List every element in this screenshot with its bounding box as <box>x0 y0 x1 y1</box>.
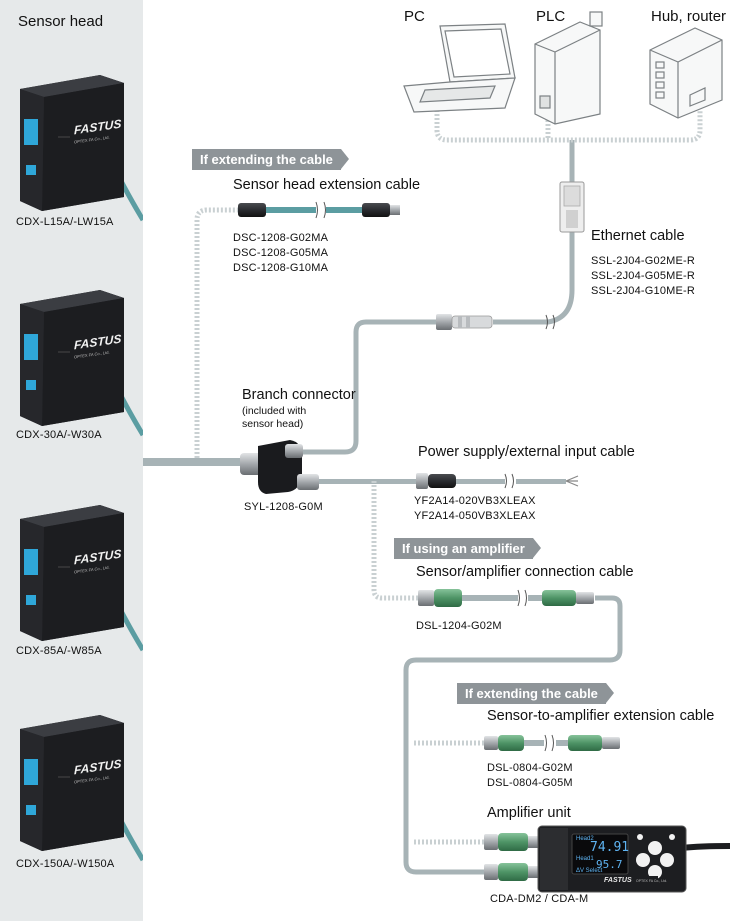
plc-label: PLC <box>536 8 566 25</box>
branch-note-line: (included with <box>242 405 307 417</box>
tag-amplifier: If using an amplifier <box>394 538 541 559</box>
amp-extension-models: DSL-0804-G02M DSL-0804-G05M <box>487 761 573 791</box>
head-extension-model: DSC-1208-G05MA <box>233 247 329 259</box>
sensor-head-icon <box>20 75 143 222</box>
pc-label: PC <box>404 8 425 25</box>
ethernet-cable <box>493 230 575 325</box>
head-extension-cable-graphic <box>238 201 400 219</box>
power-models: YF2A14-020VB3XLEAX YF2A14-050VB3XLEAX <box>414 494 536 524</box>
tag-extend-amp: If extending the cable <box>457 683 614 704</box>
amp-branch-dotted-line <box>371 481 418 601</box>
head-extension-model: DSC-1208-G10MA <box>233 262 329 274</box>
main-trunk-cable <box>143 458 243 466</box>
hub-label: Hub, router <box>651 8 727 25</box>
ethernet-model: SSL-2J04-G02ME-R <box>591 255 696 267</box>
head-extension-dotted-line <box>194 207 238 458</box>
ethernet-models: SSL-2J04-G02ME-R SSL-2J04-G05ME-R SSL-2J… <box>591 254 695 299</box>
network-dotted-line <box>434 110 703 143</box>
amp-output-cable <box>681 843 730 851</box>
branch-note-line: sensor head) <box>242 418 304 430</box>
amp-extension-title: Sensor-to-amplifier extension cable <box>487 708 715 724</box>
amp-extension-model: DSL-0804-G05M <box>487 777 573 789</box>
ethernet-title: Ethernet cable <box>591 228 685 244</box>
sensor-amp-cable-graphic <box>418 589 594 607</box>
amp-screen-line2-label: Head1 <box>576 856 594 862</box>
tag-extend-head: If extending the cable <box>192 149 349 170</box>
amp-screen-line2-value: 95.7 <box>596 858 623 871</box>
amplifier-title: Amplifier unit <box>487 805 571 821</box>
power-title: Power supply/external input cable <box>418 444 635 460</box>
branch-note: (included with sensor head) <box>242 405 306 431</box>
tag-extend-head-text: If extending the cable <box>200 152 333 167</box>
branch-model: SYL-1208-G0M <box>244 501 323 513</box>
head-extension-title: Sensor head extension cable <box>233 177 421 193</box>
head-extension-models: DSC-1208-G02MA DSC-1208-G05MA DSC-1208-G… <box>233 231 328 276</box>
tag-arrow-icon <box>340 149 349 169</box>
tag-amplifier-text: If using an amplifier <box>402 541 525 556</box>
tag-arrow-icon <box>605 683 614 703</box>
amp-extension-cable-graphic <box>484 734 620 752</box>
amp-screen-line1-value: 74.91 <box>590 840 630 855</box>
power-model: YF2A14-050VB3XLEAX <box>414 510 536 522</box>
power-connector-graphic <box>416 473 579 489</box>
amp-maker: OPTEX FA Co., Ltd. <box>636 879 668 883</box>
sensor-model-label: CDX-85A/-W85A <box>16 645 102 657</box>
sensor-head-icon <box>20 715 143 862</box>
power-cable-body <box>455 479 505 484</box>
sensor-amp-model: DSL-1204-G02M <box>416 620 502 632</box>
plc-icon <box>534 11 603 125</box>
sensor-amp-title: Sensor/amplifier connection cable <box>416 564 634 580</box>
ethernet-m12-connector-graphic <box>436 314 555 330</box>
sensor-model-label: CDX-30A/-W30A <box>16 429 102 441</box>
sensor-model-label: CDX-L15A/-LW15A <box>16 216 114 228</box>
branch-to-ethernet-cable <box>300 319 440 455</box>
amp-screen-line1-label: Head2 <box>576 836 594 842</box>
amp-screen-footer: ΔV Select <box>576 868 603 874</box>
amplifier-unit-graphic <box>537 825 687 893</box>
amp-extension-model: DSL-0804-G02M <box>487 762 573 774</box>
sensor-amp-cable <box>403 595 623 875</box>
ethernet-model: SSL-2J04-G05ME-R <box>591 270 696 282</box>
sensor-panel-title: Sensor head <box>18 13 104 30</box>
sensor-head-icon <box>20 505 143 652</box>
branch-title: Branch connector <box>242 387 356 403</box>
amplifier-model: CDA-DM2 / CDA-M <box>490 893 589 905</box>
tag-extend-amp-text: If extending the cable <box>465 686 598 701</box>
branch-connector-graphic <box>240 440 319 494</box>
amp-logo: FASTUS <box>604 877 632 884</box>
hub-icon <box>649 27 723 119</box>
branch-to-power-cable <box>300 479 420 484</box>
pc-icon <box>403 23 516 113</box>
sensor-head-icon <box>20 290 143 437</box>
power-model: YF2A14-020VB3XLEAX <box>414 495 536 507</box>
head-extension-model: DSC-1208-G02MA <box>233 232 329 244</box>
amp-input-connectors-graphic <box>484 833 540 881</box>
power-cable-body-2 <box>516 479 566 484</box>
tag-arrow-icon <box>532 538 541 558</box>
ethernet-model: SSL-2J04-G10ME-R <box>591 285 696 297</box>
sensor-model-label: CDX-150A/-W150A <box>16 858 115 870</box>
rj45-connector-graphic <box>559 181 585 233</box>
